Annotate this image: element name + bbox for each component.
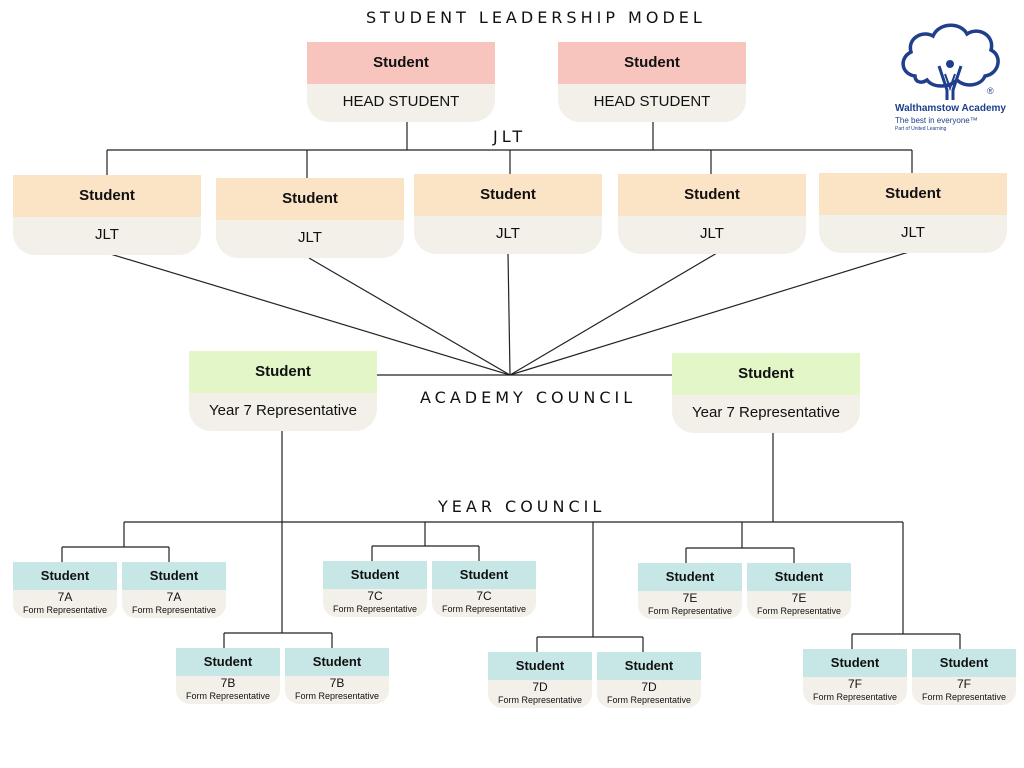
form-class: 7F [956,677,971,691]
card-role: JLT [414,216,602,254]
logo-registered-mark: ® [987,86,994,96]
form-class: 7B [329,676,345,690]
card-role: HEAD STUDENT [307,84,495,122]
year-council-title: YEAR COUNCIL [438,497,606,516]
card-title: Student [819,173,1007,215]
jlt-card: Student JLT [216,178,404,258]
jlt-card: Student JLT [414,174,602,254]
form-class: 7B [220,676,236,690]
form-class: 7A [57,590,73,604]
card-role: Form Representative [294,691,380,701]
card-title: Student [13,562,117,590]
card-title: Student [323,561,427,589]
card-title: Student [176,648,280,676]
card-role: JLT [13,217,201,255]
head-student-card: Student HEAD STUDENT [307,42,495,122]
card-role: Form Representative [332,604,418,614]
logo-name: Walthamstow Academy [895,103,1006,114]
card-title: Student [638,563,742,591]
year7-rep-card: Student Year 7 Representative [672,353,860,433]
card-title: Student [747,563,851,591]
card-role: Form Representative [756,606,842,616]
card-title: Student [189,351,377,393]
form-class: 7C [367,589,383,603]
form-class: 7D [641,680,657,694]
card-role: Form Representative [497,695,583,705]
form-class: 7A [166,590,182,604]
card-role: Form Representative [441,604,527,614]
card-title: Student [216,178,404,220]
academy-logo-icon [901,23,1000,100]
card-role: Form Representative [921,692,1007,702]
jlt-card: Student JLT [13,175,201,255]
card-role: Form Representative [812,692,898,702]
jlt-section-title: JLT [493,127,527,146]
card-role: JLT [819,215,1007,253]
form-class: 7C [476,589,492,603]
form-class: 7F [847,677,862,691]
card-title: Student [488,652,592,680]
page-title: STUDENT LEADERSHIP MODEL [366,8,706,27]
card-title: Student [122,562,226,590]
card-title: Student [618,174,806,216]
logo-tagline: The best in everyone™ [895,116,978,125]
form-class: 7E [682,591,698,605]
card-role: JLT [216,220,404,258]
card-title: Student [13,175,201,217]
card-title: Student [558,42,746,84]
jlt-card: Student JLT [618,174,806,254]
card-role: Form Representative [606,695,692,705]
card-title: Student [414,174,602,216]
card-title: Student [912,649,1016,677]
card-title: Student [803,649,907,677]
form-class: 7D [532,680,548,694]
card-title: Student [672,353,860,395]
year7-rep-card: Student Year 7 Representative [189,351,377,431]
card-role: HEAD STUDENT [558,84,746,122]
card-role: Year 7 Representative [672,395,860,433]
card-title: Student [307,42,495,84]
card-role: Form Representative [185,691,271,701]
jlt-card: Student JLT [819,173,1007,253]
card-title: Student [432,561,536,589]
logo-subtitle: Part of United Learning [895,126,947,132]
card-role: JLT [618,216,806,254]
card-title: Student [597,652,701,680]
card-role: Form Representative [131,605,217,615]
card-role: Form Representative [647,606,733,616]
head-student-card: Student HEAD STUDENT [558,42,746,122]
academy-council-title: ACADEMY COUNCIL [420,388,637,407]
card-role: Form Representative [22,605,108,615]
card-title: Student [285,648,389,676]
card-role: Year 7 Representative [189,393,377,431]
form-class: 7E [791,591,807,605]
